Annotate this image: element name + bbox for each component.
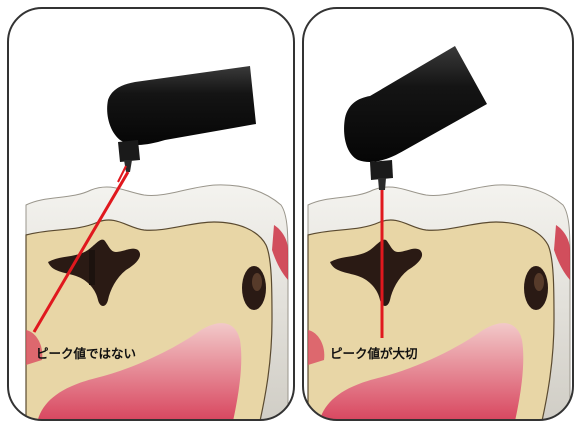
tooth-cross-section [308,185,570,427]
tooth-cross-section [26,185,288,427]
panel-right [303,8,573,427]
caption-left: ピーク値ではない [36,346,136,361]
caption-right: ピーク値が大切 [330,346,418,361]
panel-left [8,8,294,427]
